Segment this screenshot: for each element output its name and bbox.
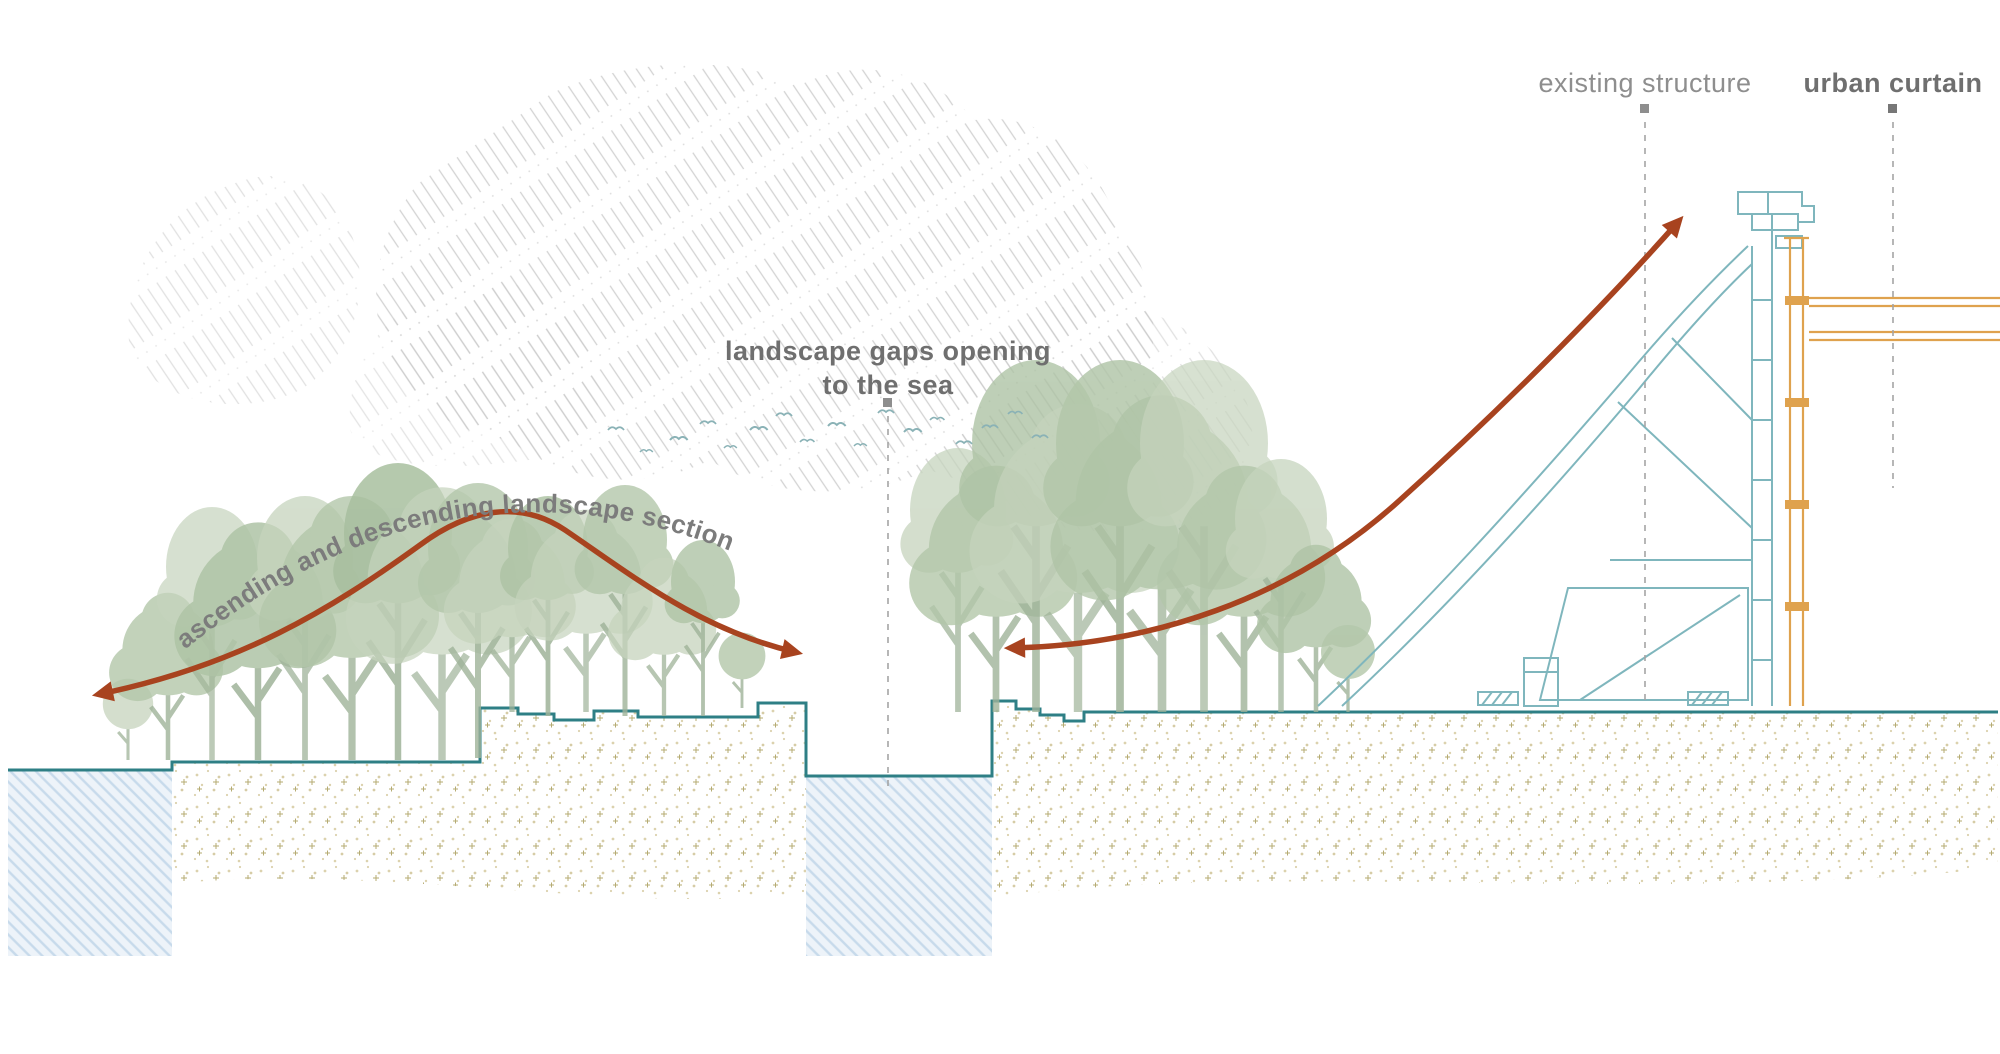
gap-label: landscape gaps opening to the sea bbox=[725, 336, 1051, 400]
water-left bbox=[8, 770, 172, 956]
urban-curtain-drawing bbox=[1784, 236, 2000, 706]
urban-curtain-label: urban curtain bbox=[1803, 68, 1982, 98]
existing-structure-label: existing structure bbox=[1538, 68, 1751, 98]
section-arrows bbox=[91, 215, 1684, 702]
ground-right bbox=[992, 701, 1998, 898]
ground-line bbox=[8, 699, 1998, 778]
rising-arrow bbox=[1003, 215, 1684, 658]
gap-label-line1: landscape gaps opening bbox=[725, 336, 1051, 366]
cloud-mid bbox=[349, 281, 602, 467]
water-gap bbox=[806, 776, 992, 956]
ground-pad bbox=[1477, 691, 1519, 706]
tree bbox=[1319, 623, 1377, 714]
ground-fill bbox=[172, 701, 1998, 900]
urban-curtain-marker-square bbox=[1888, 104, 1897, 113]
existing-structure-drawing bbox=[1317, 191, 1815, 707]
ground-pad bbox=[1687, 691, 1729, 706]
gap-label-line2: to the sea bbox=[822, 370, 954, 400]
landscape-arrow bbox=[91, 508, 804, 702]
gap-marker-square bbox=[883, 398, 892, 407]
existing-structure-marker-square bbox=[1640, 104, 1649, 113]
ground-left bbox=[172, 703, 806, 900]
cloud-left bbox=[128, 176, 360, 405]
